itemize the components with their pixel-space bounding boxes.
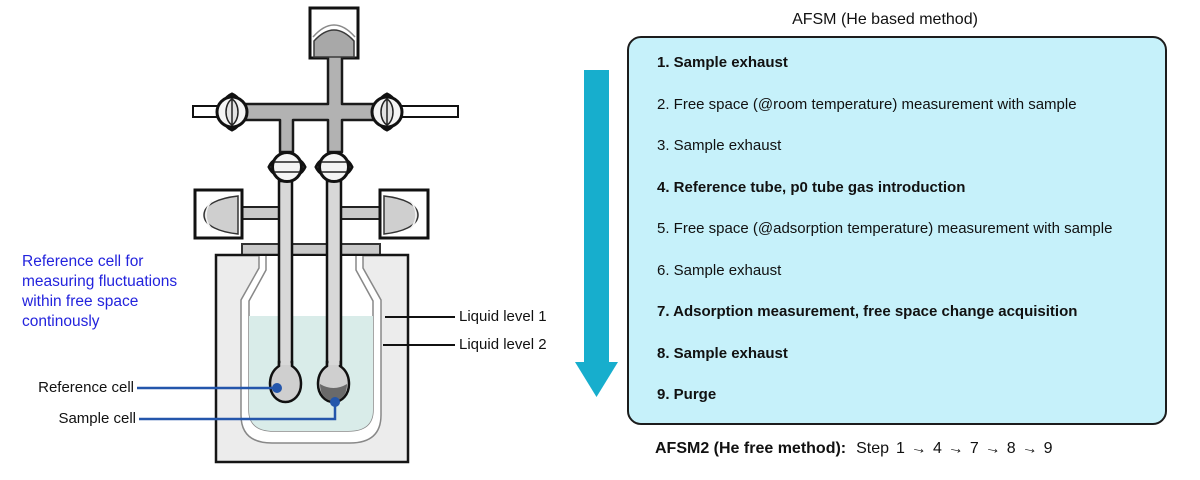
afsm2-sequence-step: 7 xyxy=(969,440,979,457)
sample-tube xyxy=(325,179,343,367)
afsm2-sequence-step: 4 xyxy=(932,440,942,457)
diaphragm-arc xyxy=(312,24,356,38)
reference-cell-dot xyxy=(272,383,282,393)
p0-transducer-icon xyxy=(378,188,430,240)
sample-cell-dot xyxy=(330,397,340,407)
transducer-diaphragm xyxy=(313,29,355,58)
afsm2-sequence-step: 1 xyxy=(896,440,905,457)
reference-cell-label: Reference cell xyxy=(38,379,134,396)
valve-left-icon xyxy=(215,92,249,132)
right-arrow-icon: → xyxy=(946,438,966,459)
coolant-liquid xyxy=(249,316,373,431)
sample-cell-label: Sample cell xyxy=(58,410,136,427)
flow-arrow-icon xyxy=(575,70,618,397)
right-arrow-icon: → xyxy=(1020,438,1040,459)
afsm2-sequence-step: 9 xyxy=(1043,440,1053,457)
afsm-step: 6. Sample exhaust xyxy=(657,261,782,279)
reference-tube xyxy=(277,179,294,367)
afsm-step: 5. Free space (@adsorption temperature) … xyxy=(657,220,1113,237)
afsm-step: 7. Adsorption measurement, free space ch… xyxy=(657,303,1078,320)
reference-cell-neck xyxy=(280,358,291,365)
afsm2-label: AFSM2 (He free method): xyxy=(655,440,847,457)
sample-powder xyxy=(320,384,347,401)
valve-right-icon xyxy=(370,92,404,132)
reference-transducer-stub xyxy=(237,206,285,220)
reference-transducer-icon xyxy=(193,188,244,240)
afsm2-sequence-step: 8 xyxy=(1006,440,1016,457)
reference-cell-annotation: Reference cell for measuring fluctuation… xyxy=(22,253,178,330)
afsm-step: 9. Purge xyxy=(657,386,717,403)
sample-cell-leader xyxy=(139,404,337,421)
afsm-step: 1. Sample exhaust xyxy=(657,54,788,71)
afsm-step: 4. Reference tube, p0 tube gas introduct… xyxy=(657,178,966,196)
right-arrow-icon: → xyxy=(909,438,929,459)
liquid-level-2-label: Liquid level 2 xyxy=(459,336,547,353)
valve-sample-tube-icon xyxy=(314,151,354,183)
afsm-step: 2. Free space (@room temperature) measur… xyxy=(657,95,1077,113)
afsm2-sequence: 1→4→7→8→9 xyxy=(893,438,1056,459)
sample-cell-neck xyxy=(328,358,340,365)
afsm-title: AFSM (He based method) xyxy=(792,11,978,28)
valve-reference-tube-icon xyxy=(267,151,307,183)
afsm-step: 3. Sample exhaust xyxy=(657,137,782,154)
liquid-level-1-label: Liquid level 1 xyxy=(459,308,547,325)
afsm2-step-word: Step xyxy=(856,440,890,457)
afsm-step: 8. Sample exhaust xyxy=(657,344,788,362)
gas-manifold xyxy=(223,54,395,154)
reference-cell-bulb xyxy=(268,360,303,404)
afsm-steps-panel: 1. Sample exhaust 2. Free space (@room te… xyxy=(627,36,1167,425)
right-arrow-icon: → xyxy=(983,438,1003,459)
